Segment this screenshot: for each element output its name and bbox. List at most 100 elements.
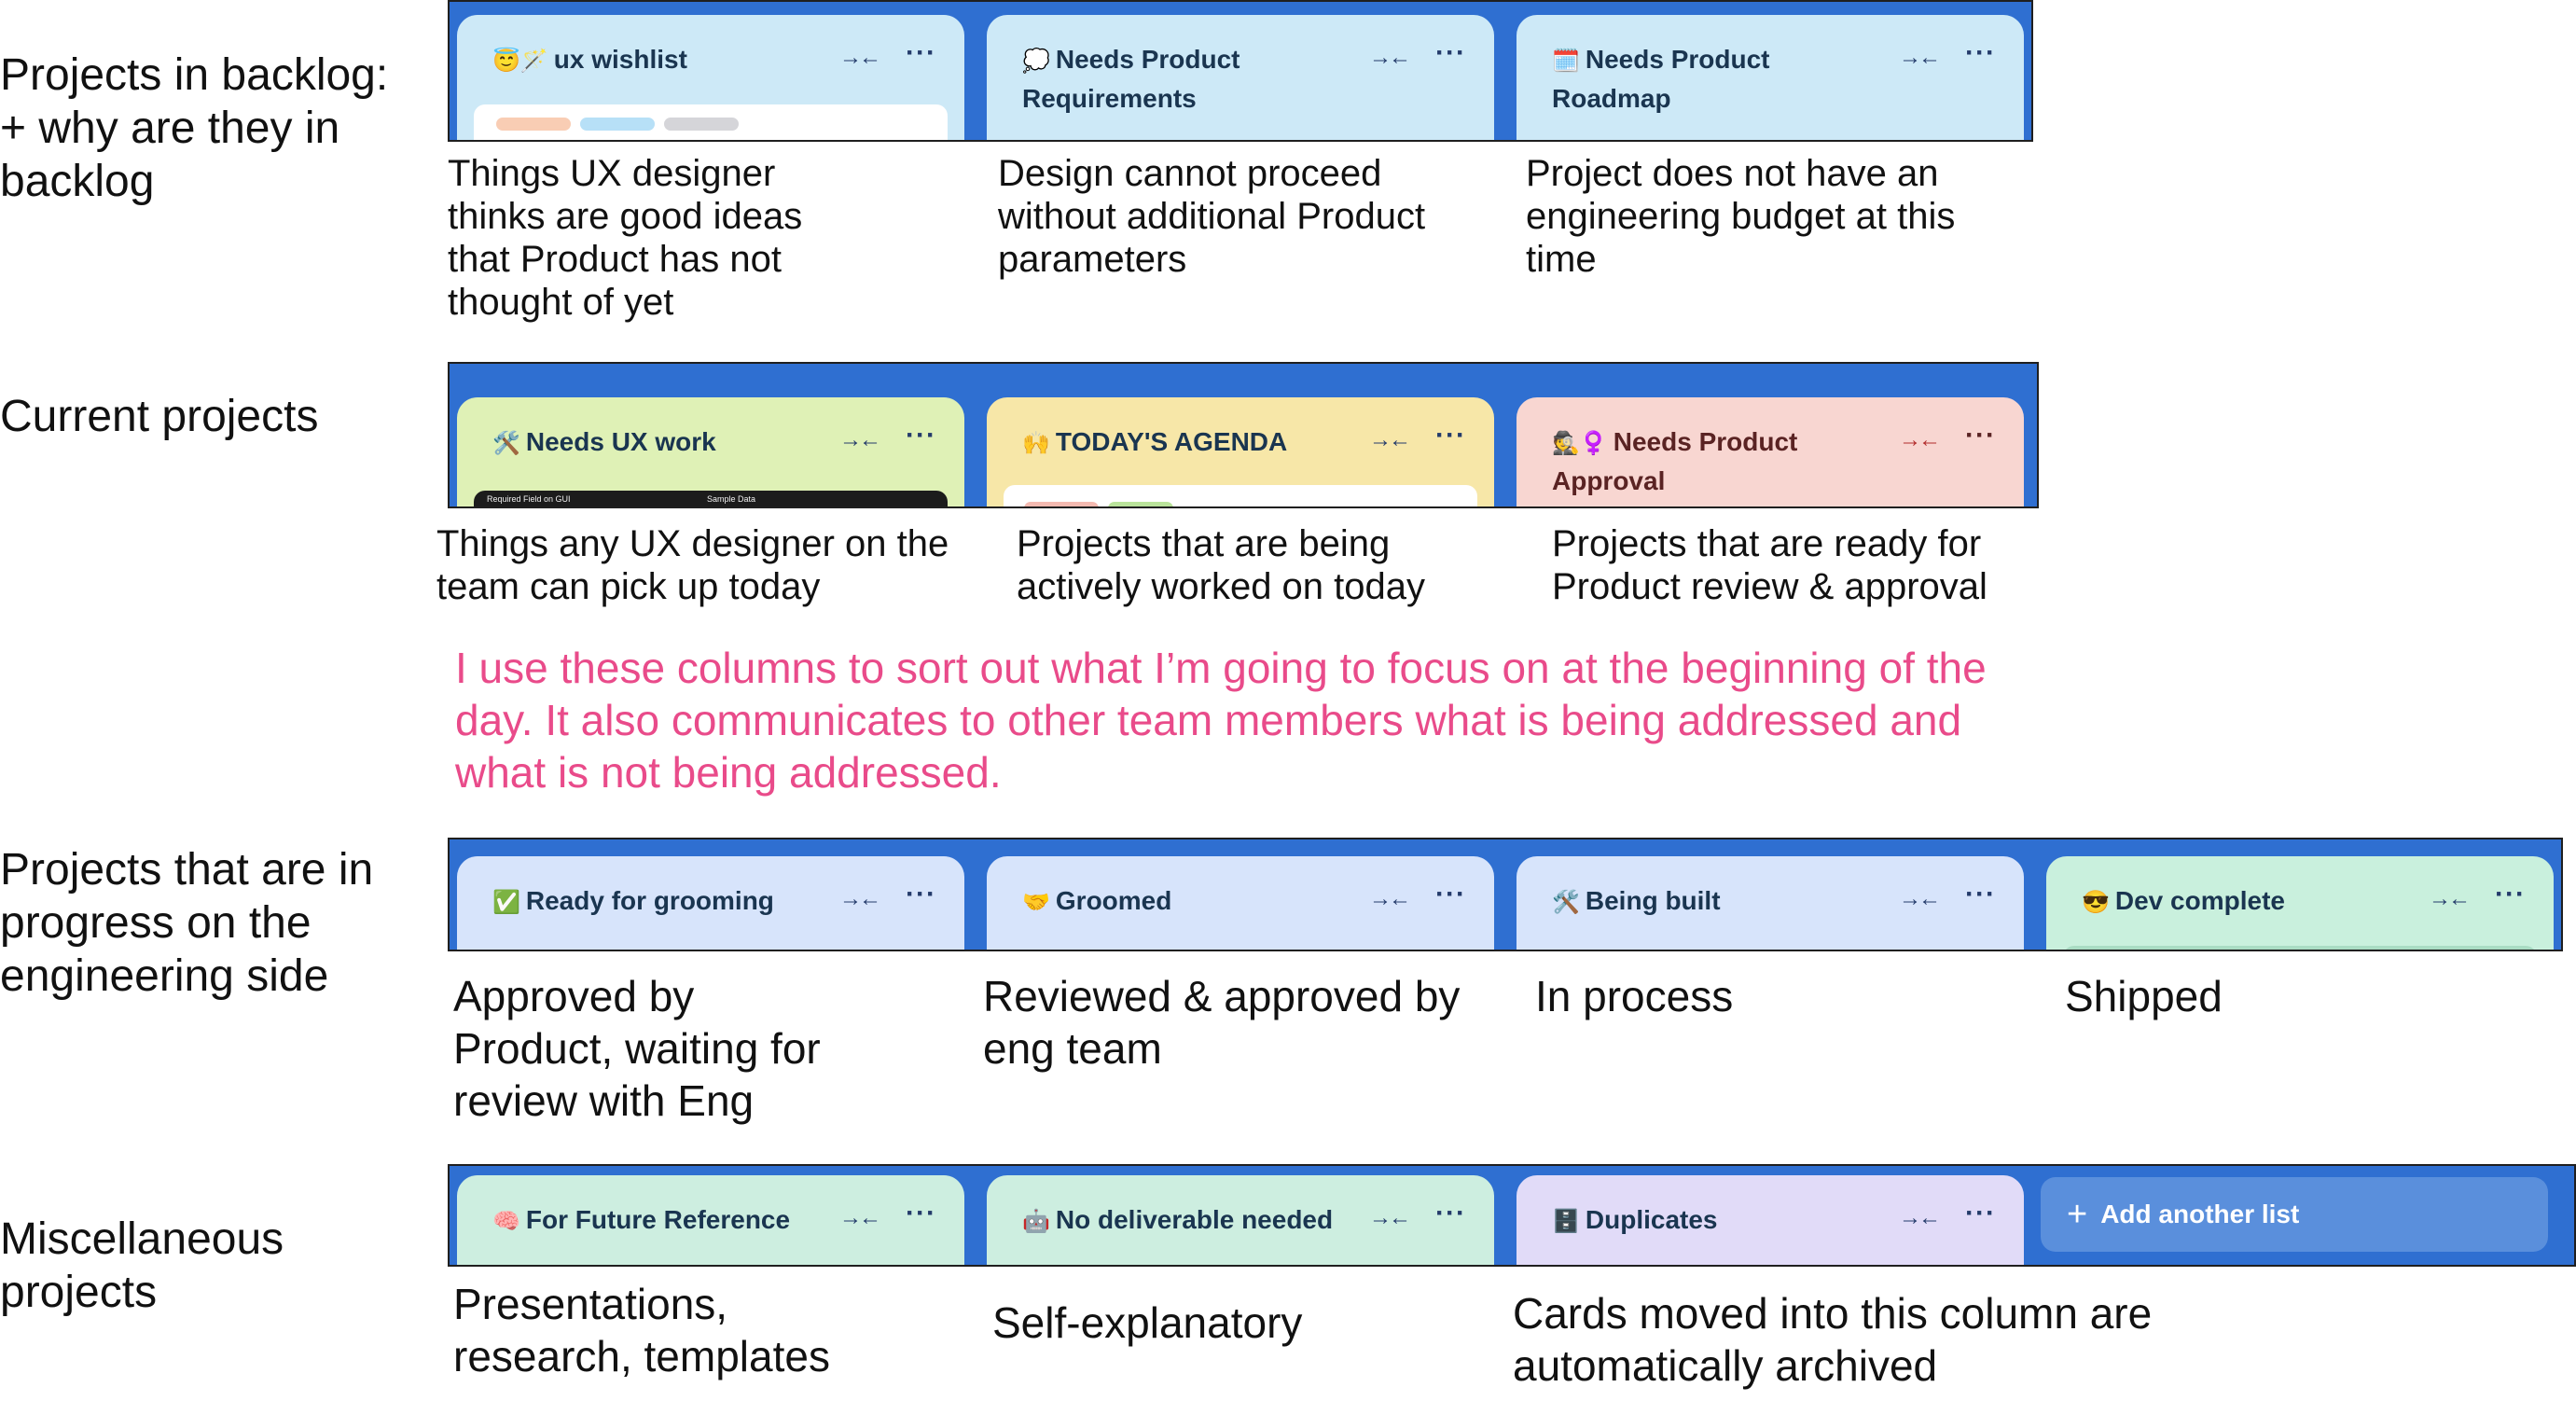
list-groomed[interactable]: 🤝Groomed →← ··· xyxy=(987,856,1494,950)
collapse-arrows-icon[interactable]: →← xyxy=(2429,886,2471,911)
collapse-arrows-icon[interactable]: →← xyxy=(1369,45,1411,70)
list-title[interactable]: 🤝Groomed xyxy=(1022,882,1358,922)
board-strip-backlog: 😇🪄ux wishlist →← ··· 💭Needs Product Requ… xyxy=(448,0,2033,142)
collapse-arrows-icon[interactable]: →← xyxy=(1369,886,1411,911)
section-label-current: Current projects xyxy=(0,392,319,441)
list-for-future-reference[interactable]: 🧠For Future Reference →← ··· xyxy=(457,1175,964,1265)
list-title[interactable]: 🙌TODAY'S AGENDA xyxy=(1022,423,1358,463)
list-title[interactable]: 🕵️♀️Needs Product Approval xyxy=(1552,423,1888,500)
label-pill xyxy=(1108,502,1173,506)
list-title[interactable]: 😎Dev complete xyxy=(2082,882,2417,922)
description-ready-for-grooming: Approved by Product, waiting for review … xyxy=(453,972,821,1125)
list-no-deliverable-needed[interactable]: 🤖No deliverable needed →← ··· xyxy=(987,1175,1494,1265)
more-icon[interactable]: ··· xyxy=(906,420,936,451)
more-icon[interactable]: ··· xyxy=(1965,1198,1996,1228)
collapse-arrows-icon[interactable]: →← xyxy=(839,45,881,70)
list-title[interactable]: 🗓️Needs Product Roadmap xyxy=(1552,41,1888,118)
more-icon[interactable]: ··· xyxy=(1435,879,1466,909)
collapse-arrows-icon[interactable]: →← xyxy=(1369,1205,1411,1230)
description-dev-complete: Shipped xyxy=(2065,972,2223,1020)
plus-icon: + xyxy=(2067,1195,2088,1234)
card-preview[interactable]: Required Field on GUI Sample Data xyxy=(474,491,948,506)
more-icon[interactable]: ··· xyxy=(906,1198,936,1228)
collapse-arrows-icon[interactable]: →← xyxy=(1899,45,1941,70)
add-another-list-label: Add another list xyxy=(2100,1200,2300,1228)
description-needs-product-approval: Projects that are ready for Product revi… xyxy=(1552,523,1987,607)
list-title[interactable]: 🤖No deliverable needed xyxy=(1022,1201,1395,1241)
more-icon[interactable]: ··· xyxy=(1435,420,1466,451)
section-label-misc: Miscellaneous projects xyxy=(0,1214,284,1317)
description-for-future-reference: Presentations, research, templates xyxy=(453,1280,830,1380)
list-being-built[interactable]: 🛠️Being built →← ··· xyxy=(1517,856,2024,950)
description-needs-product-roadmap: Project does not have an engineering bud… xyxy=(1526,153,1956,280)
list-ready-for-grooming[interactable]: ✅Ready for grooming →← ··· xyxy=(457,856,964,950)
description-being-built: In process xyxy=(1535,972,1734,1020)
list-title-text: TODAY'S AGENDA xyxy=(1055,427,1288,456)
more-icon[interactable]: ··· xyxy=(1965,37,1996,68)
list-emoji-icon: 🕵️♀️ xyxy=(1552,431,1608,456)
collapse-arrows-icon[interactable]: →← xyxy=(1899,886,1941,911)
add-another-list-button[interactable]: + Add another list xyxy=(2041,1177,2548,1252)
list-title-text: Dev complete xyxy=(2114,886,2285,915)
collapse-arrows-icon[interactable]: →← xyxy=(1369,427,1411,452)
card-preview[interactable] xyxy=(1004,485,1477,506)
card-preview[interactable] xyxy=(1591,1265,1996,1267)
collapse-arrows-icon[interactable]: →← xyxy=(839,886,881,911)
more-icon[interactable]: ··· xyxy=(1435,37,1466,68)
collapse-arrows-icon[interactable]: →← xyxy=(1899,1205,1941,1230)
list-title[interactable]: 🛠️Being built xyxy=(1552,882,1888,922)
collapse-arrows-icon[interactable]: →← xyxy=(839,427,881,452)
description-needs-ux-work: Things any UX designer on the team can p… xyxy=(436,523,949,607)
card-preview[interactable] xyxy=(474,104,948,140)
description-todays-agenda: Projects that are being actively worked … xyxy=(1017,523,1426,607)
list-title[interactable]: 💭Needs Product Requirements xyxy=(1022,41,1358,118)
list-emoji-icon: 🗓️ xyxy=(1552,49,1580,74)
more-icon[interactable]: ··· xyxy=(2495,879,2526,909)
label-pill xyxy=(1024,502,1099,506)
list-todays-agenda[interactable]: 🙌TODAY'S AGENDA →← ··· xyxy=(987,397,1494,506)
list-title[interactable]: 🗄️Duplicates xyxy=(1552,1201,1888,1241)
list-emoji-icon: 🤝 xyxy=(1022,890,1050,915)
list-title-text: Needs UX work xyxy=(525,427,716,456)
collapse-arrows-icon[interactable]: →← xyxy=(1899,427,1941,452)
list-title-text: ux wishlist xyxy=(553,45,687,74)
list-emoji-icon: 💭 xyxy=(1022,49,1050,74)
list-title[interactable]: 😇🪄ux wishlist xyxy=(492,41,828,80)
list-title-text: Needs Product Requirements xyxy=(1022,45,1240,113)
label-pill xyxy=(580,118,655,131)
list-needs-ux-work[interactable]: 🛠️Needs UX work →← ··· Required Field on… xyxy=(457,397,964,506)
more-icon[interactable]: ··· xyxy=(906,879,936,909)
list-title-text: Needs Product Roadmap xyxy=(1552,45,1770,113)
board-strip-current: 🛠️Needs UX work →← ··· Required Field on… xyxy=(448,362,2039,508)
description-no-deliverable-needed: Self-explanatory xyxy=(992,1298,1303,1347)
description-groomed: Reviewed & approved by eng team xyxy=(983,972,1461,1073)
list-title-text: Being built xyxy=(1585,886,1721,915)
list-emoji-icon: 🛠️ xyxy=(492,431,520,456)
list-dev-complete[interactable]: 😎Dev complete →← ··· xyxy=(2046,856,2554,950)
more-icon[interactable]: ··· xyxy=(1435,1198,1466,1228)
list-duplicates[interactable]: 🗄️Duplicates →← ··· xyxy=(1517,1175,2024,1267)
list-title-text: Ready for grooming xyxy=(525,886,774,915)
list-emoji-icon: 🛠️ xyxy=(1552,890,1580,915)
list-ux-wishlist[interactable]: 😇🪄ux wishlist →← ··· xyxy=(457,15,964,140)
list-emoji-icon: 🤖 xyxy=(1022,1209,1050,1234)
collapse-arrows-icon[interactable]: →← xyxy=(839,1205,881,1230)
list-title[interactable]: 🧠For Future Reference xyxy=(492,1201,828,1241)
card-preview[interactable] xyxy=(2063,946,2537,950)
more-icon[interactable]: ··· xyxy=(906,37,936,68)
list-title[interactable]: ✅Ready for grooming xyxy=(492,882,828,922)
list-emoji-icon: 🙌 xyxy=(1022,431,1050,456)
list-title[interactable]: 🛠️Needs UX work xyxy=(492,423,828,463)
list-emoji-icon: 🧠 xyxy=(492,1209,520,1234)
description-ux-wishlist: Things UX designer thinks are good ideas… xyxy=(448,153,803,323)
list-needs-product-requirements[interactable]: 💭Needs Product Requirements →← ··· xyxy=(987,15,1494,140)
description-duplicates: Cards moved into this column are automat… xyxy=(1513,1289,2153,1390)
board-strip-engineering: ✅Ready for grooming →← ··· 🤝Groomed →← ·… xyxy=(448,838,2563,951)
list-needs-product-approval[interactable]: 🕵️♀️Needs Product Approval →← ··· xyxy=(1517,397,2024,506)
more-icon[interactable]: ··· xyxy=(1965,420,1996,451)
list-title-text: No deliverable needed xyxy=(1055,1205,1334,1234)
card-preview-label: Required Field on GUI xyxy=(487,494,571,504)
list-needs-product-roadmap[interactable]: 🗓️Needs Product Roadmap →← ··· xyxy=(1517,15,2024,140)
more-icon[interactable]: ··· xyxy=(1965,879,1996,909)
list-title-text: Groomed xyxy=(1055,886,1172,915)
